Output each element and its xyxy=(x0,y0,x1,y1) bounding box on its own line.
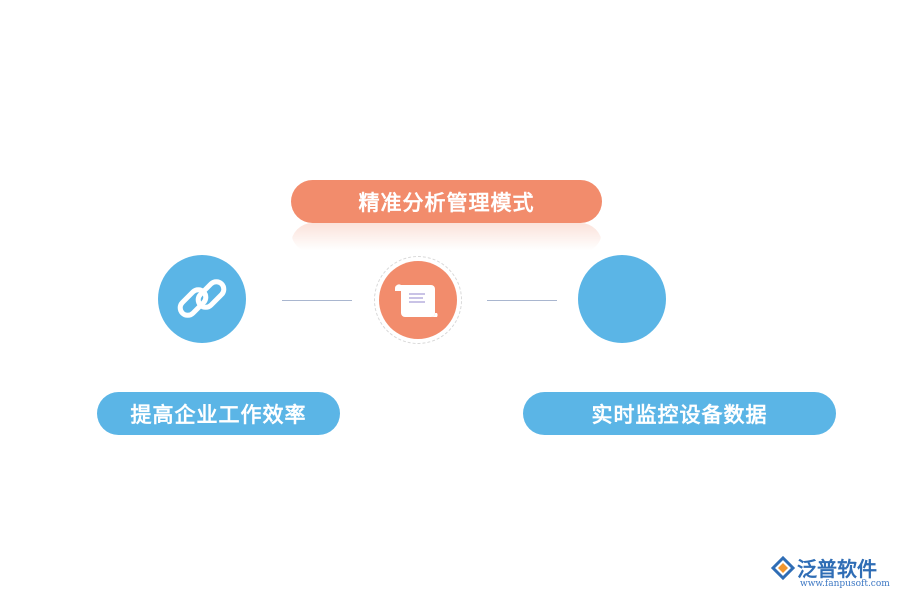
right-label-text: 实时监控设备数据 xyxy=(591,402,768,427)
chain-link-icon xyxy=(177,279,227,318)
brand-logo: 泛普软件 www.fanpusoft.com xyxy=(770,553,895,595)
middle-circle xyxy=(379,261,457,339)
left-label-pill: 提高企业工作效率 xyxy=(97,392,340,435)
connector-right xyxy=(487,300,557,301)
document-scroll-icon xyxy=(394,284,438,317)
logo-mark-icon xyxy=(770,555,796,581)
top-label-pill: 精准分析管理模式 xyxy=(291,180,602,223)
logo-url: www.fanpusoft.com xyxy=(800,579,890,589)
left-label-text: 提高企业工作效率 xyxy=(130,402,307,427)
left-circle xyxy=(158,255,246,343)
connector-left xyxy=(282,300,352,301)
reflection-fade xyxy=(291,223,602,255)
logo-name: 泛普软件 xyxy=(797,557,877,581)
top-label-text: 精准分析管理模式 xyxy=(358,190,535,215)
right-circle xyxy=(578,255,666,343)
right-label-pill: 实时监控设备数据 xyxy=(523,392,836,435)
